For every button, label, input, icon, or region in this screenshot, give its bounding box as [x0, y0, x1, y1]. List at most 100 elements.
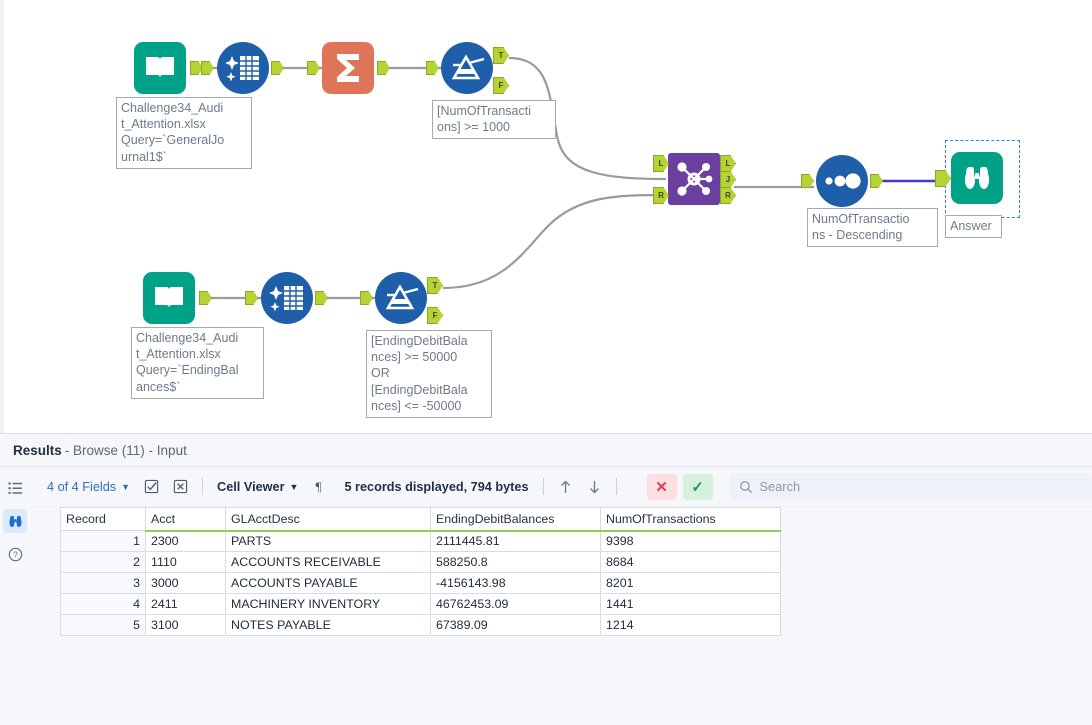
- results-table: Record Acct GLAcctDesc EndingDebitBalanc…: [60, 507, 781, 636]
- node-browse-1[interactable]: [935, 152, 1003, 204]
- cell-desc: ACCOUNTS RECEIVABLE: [225, 551, 431, 573]
- node-join-1[interactable]: L R L J R: [653, 153, 736, 205]
- table-row[interactable]: 1 2300 PARTS 2111445.81 9398: [60, 530, 781, 552]
- cell-bal: 46762453.09: [430, 593, 601, 615]
- output-anchor[interactable]: [870, 174, 883, 188]
- cancel-button[interactable]: ✕: [646, 473, 677, 500]
- funnel-icon: [375, 272, 427, 324]
- node-sort-1[interactable]: [801, 155, 883, 207]
- funnel-icon: [441, 42, 493, 94]
- input-anchor[interactable]: [426, 61, 439, 75]
- node-input-data-1[interactable]: [134, 42, 203, 94]
- results-toolbar: 4 of 4 Fields ▼: [30, 467, 1092, 507]
- list-icon[interactable]: [3, 476, 27, 500]
- results-subtitle: - Browse (11) - Input: [64, 442, 187, 458]
- open-book-icon: [143, 272, 195, 324]
- input-anchor[interactable]: [801, 174, 814, 188]
- binoculars-icon[interactable]: [3, 509, 27, 533]
- cell-bal: 588250.8: [430, 551, 601, 573]
- annotation-input-2: Challenge34_Audi t_Attention.xlsx Query=…: [131, 327, 264, 399]
- svg-text:?: ?: [13, 550, 18, 559]
- output-anchor[interactable]: [377, 61, 390, 75]
- connection-wires: [194, 56, 946, 300]
- sigma-icon: [322, 42, 374, 94]
- annotation-sort-1: NumOfTransactio ns - Descending: [807, 208, 938, 248]
- output-anchor-true[interactable]: T: [493, 47, 509, 64]
- input-anchor-left[interactable]: L: [653, 155, 669, 172]
- cell-viewer-dropdown[interactable]: Cell Viewer ▼: [210, 474, 305, 500]
- cell-num: 1214: [600, 614, 781, 636]
- cell-acct: 3100: [145, 614, 226, 636]
- output-anchor[interactable]: [199, 291, 212, 305]
- cell-viewer-label: Cell Viewer: [217, 479, 285, 494]
- table-row[interactable]: 3 3000 ACCOUNTS PAYABLE -4156143.98 8201: [60, 572, 781, 594]
- column-header-record[interactable]: Record: [60, 507, 146, 531]
- pilcrow-icon[interactable]: ¶: [305, 474, 332, 500]
- column-header-numoftransactions[interactable]: NumOfTransactions: [600, 507, 781, 532]
- cell-desc: MACHINERY INVENTORY: [225, 593, 431, 615]
- record-count-label: 5 records displayed, 794 bytes: [344, 479, 529, 494]
- cell-record: 3: [60, 572, 146, 594]
- output-anchor-false[interactable]: F: [427, 307, 443, 324]
- table-header-row: Record Acct GLAcctDesc EndingDebitBalanc…: [60, 507, 781, 532]
- workflow-canvas[interactable]: Challenge34_Audi t_Attention.xlsx Query=…: [0, 0, 1092, 433]
- node-data-cleansing-1[interactable]: [201, 42, 284, 94]
- fields-dropdown[interactable]: 4 of 4 Fields ▼: [40, 474, 137, 500]
- cell-acct: 3000: [145, 572, 226, 594]
- input-anchor[interactable]: [201, 61, 214, 75]
- sparkle-grid-icon: [217, 42, 269, 94]
- input-anchor[interactable]: [360, 291, 373, 305]
- column-header-glacctdesc[interactable]: GLAcctDesc: [225, 507, 431, 532]
- chevron-down-icon: ▼: [121, 481, 131, 492]
- cell-bal: -4156143.98: [430, 572, 601, 594]
- results-panel-title: Results - Browse (11) - Input: [0, 434, 1092, 467]
- cell-desc: ACCOUNTS PAYABLE: [225, 572, 431, 594]
- help-icon[interactable]: ?: [3, 542, 27, 566]
- input-anchor[interactable]: [245, 291, 258, 305]
- results-rail: ?: [0, 467, 30, 725]
- column-header-endingdebitbalances[interactable]: EndingDebitBalances: [430, 507, 601, 532]
- input-anchor[interactable]: [307, 61, 320, 75]
- arrow-down-icon[interactable]: [580, 474, 609, 500]
- output-anchor[interactable]: [315, 291, 328, 305]
- results-label: Results: [13, 442, 62, 458]
- annotation-filter-1: [NumOfTransacti ons] >= 1000: [432, 100, 556, 140]
- input-anchor-right[interactable]: R: [653, 187, 669, 204]
- node-filter-1[interactable]: T F: [426, 42, 509, 94]
- results-grid-container[interactable]: Record Acct GLAcctDesc EndingDebitBalanc…: [30, 507, 1092, 725]
- output-anchor-right[interactable]: R: [720, 187, 736, 204]
- checkbox-x-icon[interactable]: [166, 474, 195, 500]
- table-row[interactable]: 5 3100 NOTES PAYABLE 67389.09 1214: [60, 614, 781, 636]
- table-row[interactable]: 4 2411 MACHINERY INVENTORY 46762453.09 1…: [60, 593, 781, 615]
- svg-text:¶: ¶: [316, 479, 322, 494]
- table-row[interactable]: 2 1110 ACCOUNTS RECEIVABLE 588250.8 8684: [60, 551, 781, 573]
- cell-num: 1441: [600, 593, 781, 615]
- confirm-button[interactable]: ✓: [682, 473, 713, 500]
- cell-acct: 2411: [145, 593, 226, 615]
- output-anchor-false[interactable]: F: [493, 77, 509, 94]
- node-data-cleansing-2[interactable]: [245, 272, 328, 324]
- cell-record: 1: [60, 530, 146, 552]
- chevron-down-icon: ▼: [289, 481, 299, 492]
- search-input[interactable]: Search: [728, 473, 1092, 500]
- node-input-data-2[interactable]: [143, 272, 212, 324]
- cell-desc: NOTES PAYABLE: [225, 614, 431, 636]
- arrow-up-icon[interactable]: [551, 474, 580, 500]
- open-book-icon: [134, 42, 186, 94]
- toolbar-divider-3: [615, 478, 617, 495]
- cell-desc: PARTS: [225, 530, 431, 552]
- output-anchor-true[interactable]: T: [427, 277, 443, 294]
- cell-record: 5: [60, 614, 146, 636]
- fields-label: 4 of 4 Fields: [47, 479, 117, 494]
- output-anchor[interactable]: [271, 61, 284, 75]
- annotation-input-1: Challenge34_Audi t_Attention.xlsx Query=…: [116, 97, 252, 169]
- toolbar-divider-1: [202, 478, 204, 495]
- cell-bal: 2111445.81: [430, 530, 601, 552]
- input-anchor[interactable]: [935, 170, 951, 187]
- cell-bal: 67389.09: [430, 614, 601, 636]
- node-summarize-1[interactable]: [307, 42, 390, 94]
- checkbox-checked-icon[interactable]: [137, 474, 166, 500]
- column-header-acct[interactable]: Acct: [145, 507, 226, 532]
- node-filter-2[interactable]: T F: [360, 272, 443, 324]
